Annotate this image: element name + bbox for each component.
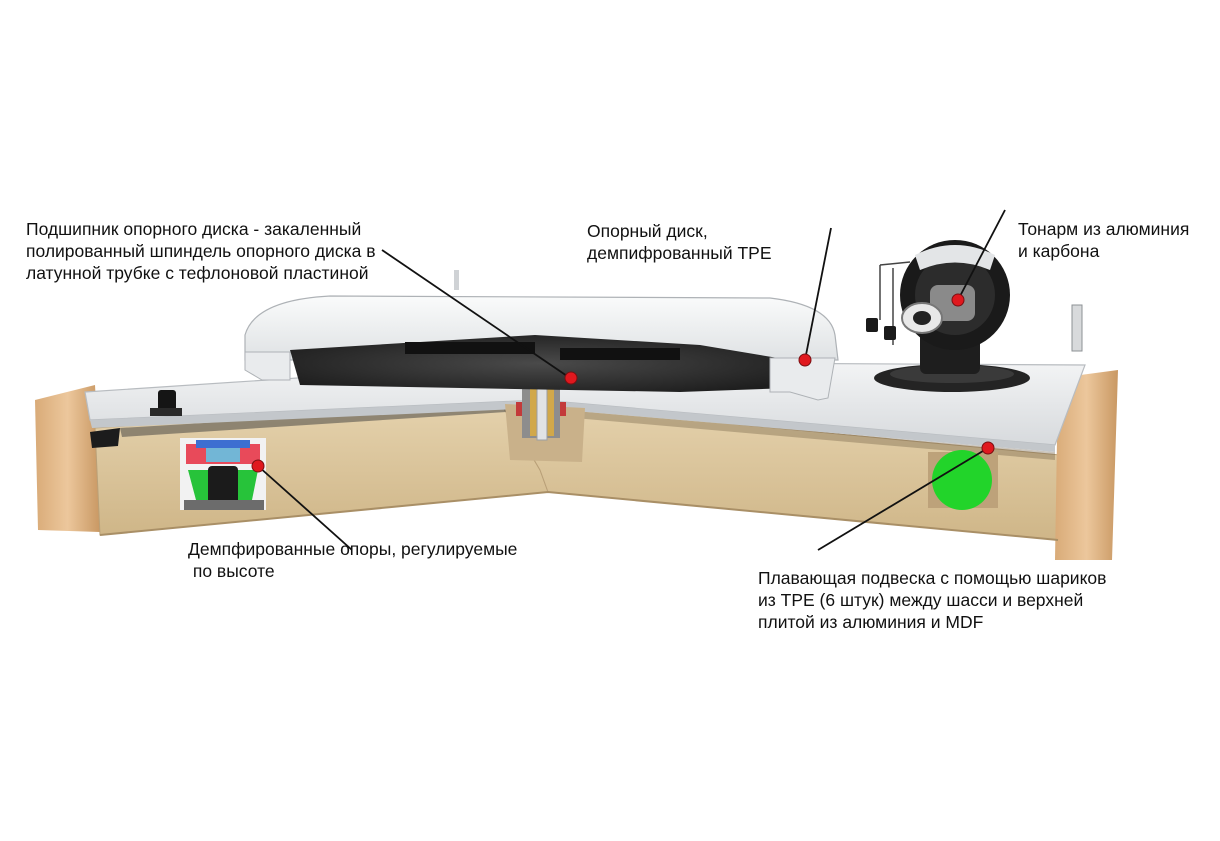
left-wood-side — [35, 385, 100, 532]
leader-suspension — [817, 447, 989, 551]
platter — [244, 270, 839, 401]
right-wood-side — [1055, 370, 1118, 560]
marker-platter — [798, 353, 812, 367]
tonearm — [866, 240, 1083, 392]
leader-tonearm — [957, 209, 1006, 301]
leader-platter — [804, 227, 832, 361]
markers — [251, 293, 995, 473]
damped-foot — [180, 438, 266, 510]
marker-feet — [251, 459, 265, 473]
leader-feet — [257, 465, 353, 551]
leader-bearing — [381, 249, 571, 379]
tpe-suspension-ball — [928, 450, 998, 510]
marker-bearing — [564, 371, 578, 385]
marker-suspension — [981, 441, 995, 455]
callout-tonearm: Тонарм из алюминия и карбона — [1018, 219, 1190, 261]
callout-damped-feet: Демпфированные опоры, регулируемые по вы… — [188, 539, 518, 581]
leader-lines — [257, 209, 1006, 551]
callout-bearing: Подшипник опорного диска - закаленный по… — [26, 219, 376, 283]
callout-platter: Опорный диск, демпифрованный TPE — [587, 221, 772, 263]
callout-floating-suspension: Плавающая подвеска с помощью шариков из … — [758, 568, 1107, 632]
marker-tonearm — [951, 293, 965, 307]
